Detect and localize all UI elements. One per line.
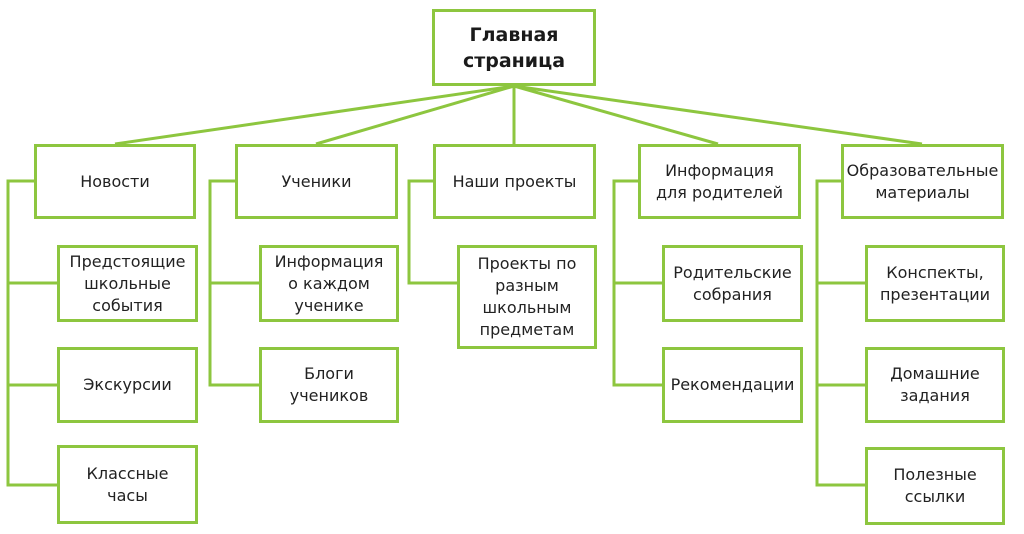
item-label: Домашние задания [890,364,980,405]
section-news: Новости [34,144,196,219]
item-upcoming-events: Предстоящие школьные события [57,245,198,322]
connector-root-news [114,84,515,146]
item-label: Полезные ссылки [893,465,977,506]
item-label: Рекомендации [670,375,795,394]
connector-projects-spine [407,179,457,285]
connector-news-spine [6,179,57,487]
item-label: Экскурсии [83,375,172,394]
section-projects: Наши проекты [433,144,596,219]
section-students: Ученики [235,144,398,219]
connector-root-materials [513,84,923,146]
section-label: Ученики [281,171,352,191]
item-useful-links: Полезные ссылки [865,447,1005,525]
item-excursions: Экскурсии [57,347,198,423]
connector-root-parents [513,84,719,146]
item-label: Конспекты, презентации [879,262,991,304]
section-label: Информация для родителей [655,160,784,202]
item-label: Классные часы [86,463,169,505]
section-educational-materials: Образовательные материалы [841,144,1004,219]
section-label: Новости [80,171,150,191]
item-label: Родительские собрания [673,262,792,304]
root-label: Главная страница [462,23,566,72]
section-label: Наши проекты [452,171,577,191]
item-label: Проекты по разным школьным предметам [477,254,577,339]
item-label: Предстоящие школьные события [69,251,186,315]
item-label: Блоги учеников [289,364,369,405]
item-recommendations: Рекомендации [662,347,803,423]
item-student-info: Информация о каждом ученике [259,245,399,322]
item-label: Информация о каждом ученике [274,251,384,315]
item-subject-projects: Проекты по разным школьным предметам [457,245,597,349]
item-homework: Домашние задания [865,347,1005,423]
item-student-blogs: Блоги учеников [259,347,399,423]
item-notes-presentations: Конспекты, презентации [865,245,1005,322]
section-parents-info: Информация для родителей [638,144,801,219]
connector-materials-spine [815,179,865,487]
item-parent-meetings: Родительские собрания [662,245,803,322]
connector-root-students [315,84,515,146]
item-class-hours: Классные часы [57,445,198,524]
section-label: Образовательные материалы [846,160,999,202]
root-node: Главная страница [432,9,596,86]
